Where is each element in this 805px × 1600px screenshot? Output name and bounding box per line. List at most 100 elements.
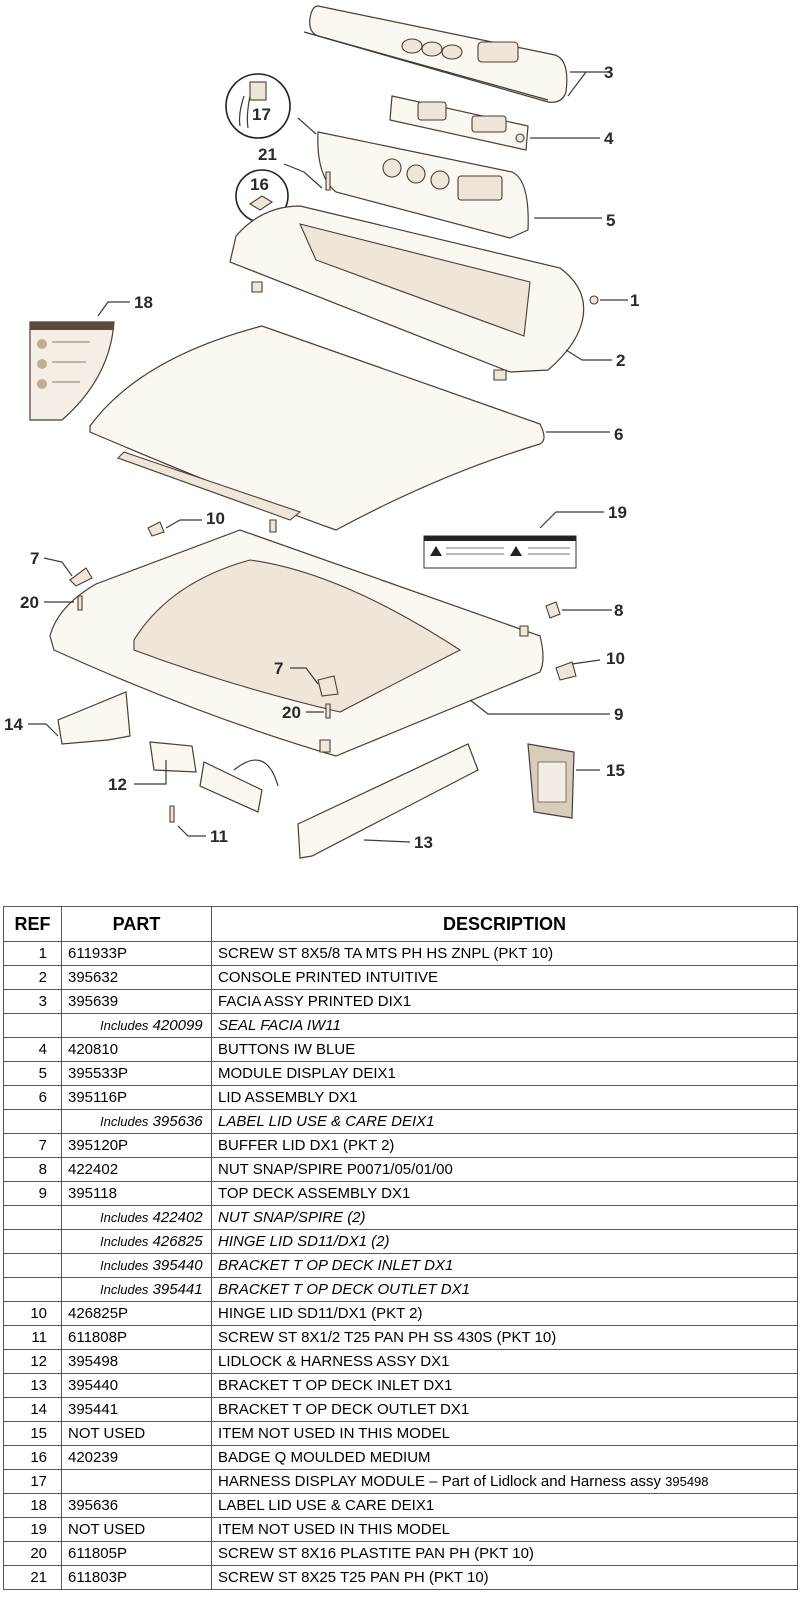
cell-description: BRACKET T OP DECK INLET DX1 — [211, 1253, 798, 1278]
cell-description: SCREW ST 8X1/2 T25 PAN PH SS 430S (PKT 1… — [211, 1325, 798, 1350]
cell-ref: 13 — [3, 1373, 62, 1398]
includes-part-number: 395636 — [152, 1113, 203, 1130]
callout-19: 19 — [608, 503, 627, 522]
cell-description: NUT SNAP/SPIRE P0071/05/01/00 — [211, 1157, 798, 1182]
part-lidlock — [149, 741, 279, 813]
cell-ref: 12 — [3, 1349, 62, 1374]
part-harness — [225, 73, 291, 139]
callout-10: 10 — [206, 509, 225, 528]
cell-description: LIDLOCK & HARNESS ASSY DX1 — [211, 1349, 798, 1374]
includes-label: Includes — [100, 1018, 149, 1033]
cell-ref: 1 — [3, 941, 62, 966]
cell-part: Includes 395440 — [61, 1253, 212, 1278]
cell-part: Includes 422402 — [61, 1205, 212, 1230]
cell-description: BRACKET T OP DECK OUTLET DX1 — [211, 1397, 798, 1422]
cell-ref: 6 — [3, 1085, 62, 1110]
cell-part: NOT USED — [61, 1517, 212, 1542]
callout-7b: 7 — [274, 659, 283, 678]
part-bracket-outlet — [57, 691, 131, 745]
callout-7: 7 — [30, 549, 39, 568]
cell-ref — [3, 1205, 62, 1230]
cell-description: BUFFER LID DX1 (PKT 2) — [211, 1133, 798, 1158]
cell-ref: 2 — [3, 965, 62, 990]
part-warning-label — [423, 535, 577, 569]
cell-description: LABEL LID USE & CARE DEIX1 — [211, 1109, 798, 1134]
cell-description: SEAL FACIA IW11 — [211, 1013, 798, 1038]
cell-description: HINGE LID SD11/DX1 (2) — [211, 1229, 798, 1254]
cell-ref: 3 — [3, 989, 62, 1014]
cell-description: FACIA ASSY PRINTED DIX1 — [211, 989, 798, 1014]
part-display-module — [317, 131, 529, 239]
includes-part-number: 395440 — [152, 1257, 203, 1274]
cell-part: Includes 395441 — [61, 1277, 212, 1302]
cell-part: 420239 — [61, 1445, 212, 1470]
cell-part — [61, 1469, 212, 1494]
header-ref: REF — [3, 906, 62, 942]
cell-ref: 16 — [3, 1445, 62, 1470]
cell-part: 395533P — [61, 1061, 212, 1086]
cell-part: 395118 — [61, 1181, 212, 1206]
cell-description: NUT SNAP/SPIRE (2) — [211, 1205, 798, 1230]
cell-description: BRACKET T OP DECK OUTLET DX1 — [211, 1277, 798, 1302]
cell-part: 420810 — [61, 1037, 212, 1062]
cell-part: 395120P — [61, 1133, 212, 1158]
description-text: HARNESS DISPLAY MODULE – Part of Lidlock… — [218, 1473, 661, 1490]
cell-part: 611808P — [61, 1325, 212, 1350]
cell-description: ITEM NOT USED IN THIS MODEL — [211, 1421, 798, 1446]
exploded-parts-diagram: 1 2 3 4 5 6 7 7 8 9 10 10 11 12 13 14 15… — [4, 5, 639, 859]
part-small-hardware — [69, 521, 577, 719]
cell-description: SCREW ST 8X25 T25 PAN PH (PKT 10) — [211, 1565, 798, 1590]
cell-part: 395632 — [61, 965, 212, 990]
cell-description: BADGE Q MOULDED MEDIUM — [211, 1445, 798, 1470]
callout-20: 20 — [20, 593, 39, 612]
cell-part: 395639 — [61, 989, 212, 1014]
cell-ref: 14 — [3, 1397, 62, 1422]
header-description: DESCRIPTION — [211, 906, 798, 942]
cell-ref: 21 — [3, 1565, 62, 1590]
cell-description: LABEL LID USE & CARE DEIX1 — [211, 1493, 798, 1518]
cell-part: 611933P — [61, 941, 212, 966]
cell-description: BRACKET T OP DECK INLET DX1 — [211, 1373, 798, 1398]
header-part: PART — [61, 906, 212, 942]
cell-part: 611803P — [61, 1565, 212, 1590]
includes-label: Includes — [100, 1282, 149, 1297]
callout-17: 17 — [252, 105, 271, 124]
callout-11: 11 — [210, 827, 228, 846]
includes-label: Includes — [100, 1210, 149, 1225]
includes-part-number: 395441 — [152, 1281, 203, 1298]
callout-5: 5 — [606, 211, 615, 230]
cell-description: ITEM NOT USED IN THIS MODEL — [211, 1517, 798, 1542]
cell-description: MODULE DISPLAY DEIX1 — [211, 1061, 798, 1086]
cell-description: HINGE LID SD11/DX1 (PKT 2) — [211, 1301, 798, 1326]
cell-ref — [3, 1013, 62, 1038]
cell-ref — [3, 1229, 62, 1254]
callout-8: 8 — [614, 601, 623, 620]
callout-12: 12 — [108, 775, 127, 794]
part-top-deck — [49, 519, 544, 757]
callout-20b: 20 — [282, 703, 301, 722]
includes-label: Includes — [100, 1114, 149, 1129]
cell-ref: 4 — [3, 1037, 62, 1062]
part-bracket-inlet — [297, 743, 479, 859]
cell-part: 395440 — [61, 1373, 212, 1398]
includes-part-number: 422402 — [152, 1209, 203, 1226]
cell-description: HARNESS DISPLAY MODULE – Part of Lidlock… — [211, 1469, 798, 1494]
callout-1: 1 — [630, 291, 639, 310]
